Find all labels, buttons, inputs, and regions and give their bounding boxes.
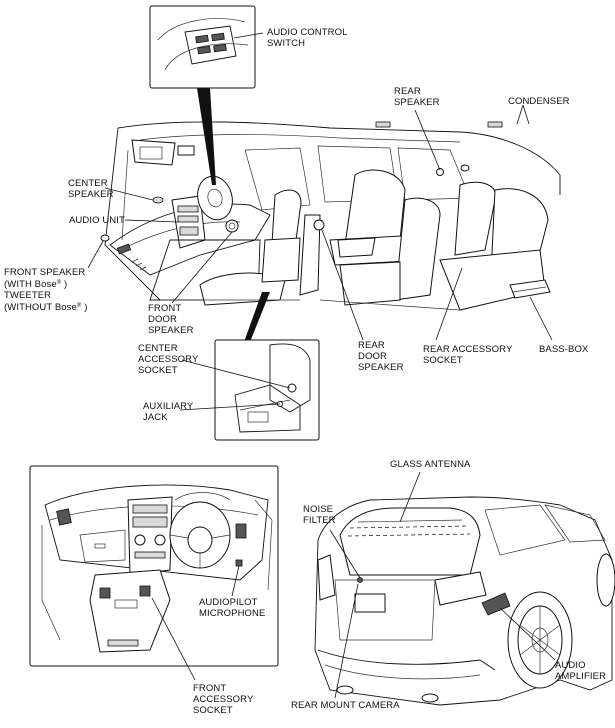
vehicle-rear-exterior-drawing [314,496,615,706]
label-front-speaker-tweeter: FRONT SPEAKER (WITH Bose® ) TWEETER (WIT… [4,267,88,313]
label-audio-amplifier: AUDIO AMPLIFIER [555,660,607,682]
label-rear-door-speaker: REAR DOOR SPEAKER [358,340,404,373]
label-glass-antenna: GLASS ANTENNA [390,459,471,470]
label-audiopilot-microphone: AUDIOPILOT MICROPHONE [199,597,266,619]
label-rear-accessory-socket: REAR ACCESSORY SOCKET [423,344,513,366]
label-condenser: CONDENSER [508,96,570,107]
dashboard-inset [29,465,279,667]
label-auxiliary-jack: AUXILIARY JACK [143,401,194,423]
label-rear-mount-camera: REAR MOUNT CAMERA [291,700,400,711]
label-rear-speaker: REAR SPEAKER [394,86,440,108]
center-accessory-socket-inset [214,292,320,441]
label-center-accessory-socket: CENTER ACCESSORY SOCKET [138,343,199,376]
label-front-accessory-socket: FRONT ACCESSORY SOCKET [193,683,254,716]
label-audio-unit: AUDIO UNIT [69,215,125,226]
vehicle-interior-drawing [100,121,561,311]
bottom-leader-lines [151,471,556,699]
label-center-speaker: CENTER SPEAKER [68,178,114,200]
top-leader-lines [87,32,553,411]
label-front-door-speaker: FRONT DOOR SPEAKER [148,303,194,336]
label-noise-filter: NOISE FILTER [303,504,336,526]
audio-control-switch-inset [149,5,256,185]
label-bass-box: BASS-BOX [539,344,589,355]
label-audio-control-switch: AUDIO CONTROL SWITCH [267,27,348,49]
